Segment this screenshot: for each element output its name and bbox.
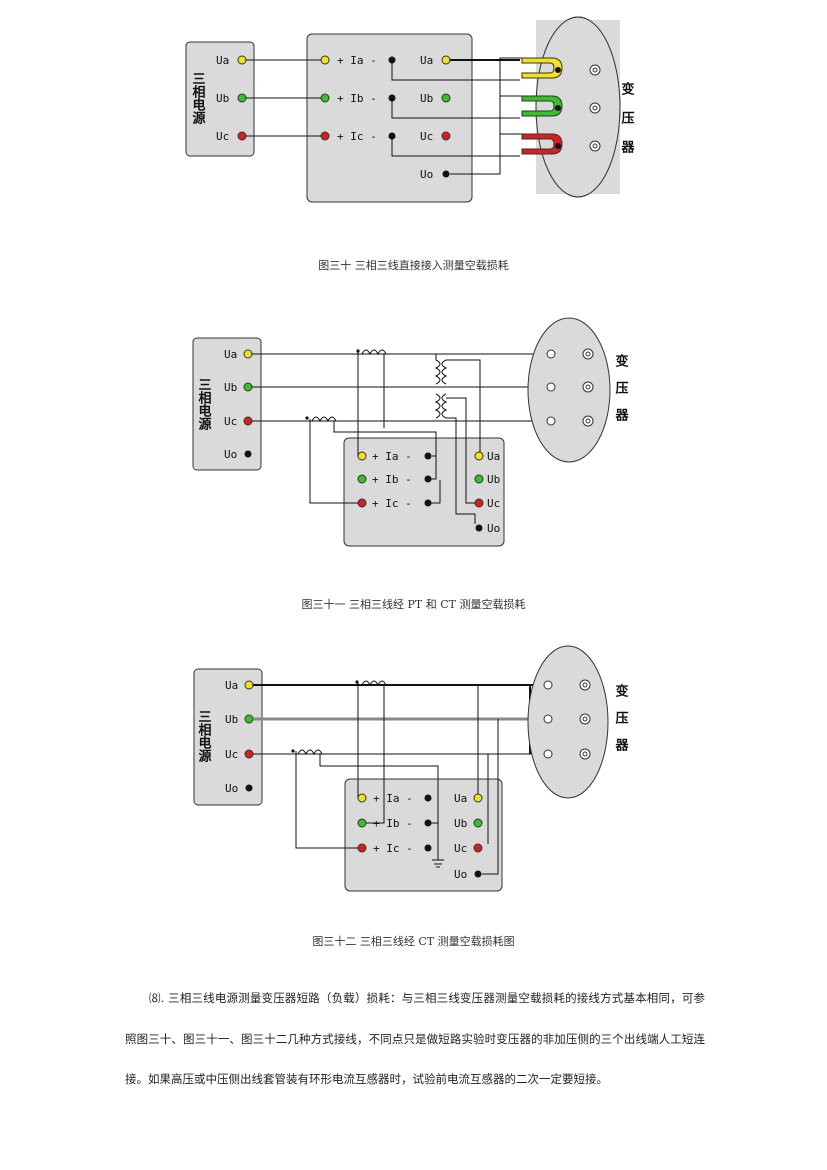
source-terminal-uc: Uc — [225, 748, 238, 761]
source-terminal-ua: Ua — [225, 679, 238, 692]
meter-ib: + Ib - — [337, 92, 377, 105]
meter-ic: + Ic - — [373, 842, 413, 855]
figure-32-caption: 图三十二 三相三线经 CT 测量空载损耗图 — [312, 935, 515, 948]
source-box — [192, 337, 262, 471]
meter-ub: Ub — [454, 817, 467, 830]
meter-ub: Ub — [420, 92, 433, 105]
source-title: 三相电源 — [190, 72, 206, 125]
source-terminal-ub: Ub — [225, 713, 238, 726]
source-title: 三相电源 — [196, 378, 212, 431]
meter-box — [343, 437, 505, 547]
meter-ic: + Ic - — [337, 130, 377, 143]
source-terminal-ub: Ub — [224, 381, 237, 394]
meter-uo: Uo — [454, 868, 467, 881]
figure-32-diagram: 三相电源 Ua Ub Uc Uo + Ia - + Ib - + Ic - Ua… — [188, 642, 636, 897]
figure-31-diagram: 三相电源 Ua Ub Uc Uo + Ia - + Ib - + Ic - Ua… — [192, 317, 630, 547]
transformer — [527, 645, 609, 799]
meter-ib: + Ib - — [373, 817, 413, 830]
source-title: 三相电源 — [196, 710, 212, 763]
source-terminal-uc: Uc — [224, 415, 237, 428]
meter-ic: + Ic - — [372, 497, 412, 510]
meter-ua: Ua — [420, 54, 433, 67]
meter-ib: + Ib - — [372, 473, 412, 486]
source-terminal-uo: Uo — [224, 448, 237, 461]
source-box — [185, 41, 255, 157]
transformer — [527, 317, 611, 463]
meter-ub: Ub — [487, 473, 500, 486]
body-paragraph: ⑻. 三相三线电源测量变压器短路（负载）损耗：与三相三线变压器测量空载损耗的接线… — [125, 991, 705, 1086]
meter-ia: + Ia - — [372, 450, 412, 463]
meter-uc: Uc — [454, 842, 467, 855]
meter-ua: Ua — [487, 450, 500, 463]
source-terminal-uc: Uc — [216, 130, 229, 143]
meter-uc: Uc — [420, 130, 433, 143]
transformer-label: 变压器 — [613, 683, 630, 765]
meter-ia: + Ia - — [337, 54, 377, 67]
source-terminal-ua: Ua — [216, 54, 229, 67]
figure-30-caption: 图三十 三相三线直接接入测量空载损耗 — [318, 259, 509, 272]
figure-30-diagram: 三相电源 Ua Ub Uc + Ia - + Ib - + Ic - Ua Ub… — [175, 8, 650, 213]
source-terminal-ua: Ua — [224, 348, 237, 361]
meter-uo: Uo — [487, 522, 500, 535]
meter-ia: + Ia - — [373, 792, 413, 805]
meter-ua: Ua — [454, 792, 467, 805]
figure-31-caption: 图三十一 三相三线经 PT 和 CT 测量空载损耗 — [301, 598, 526, 611]
source-terminal-ub: Ub — [216, 92, 229, 105]
transformer-label: 变压器 — [619, 81, 636, 169]
transformer-label: 变压器 — [613, 353, 630, 435]
source-terminal-uo: Uo — [225, 782, 238, 795]
source-box — [193, 668, 263, 806]
meter-uo: Uo — [420, 168, 433, 181]
meter-uc: Uc — [487, 497, 500, 510]
